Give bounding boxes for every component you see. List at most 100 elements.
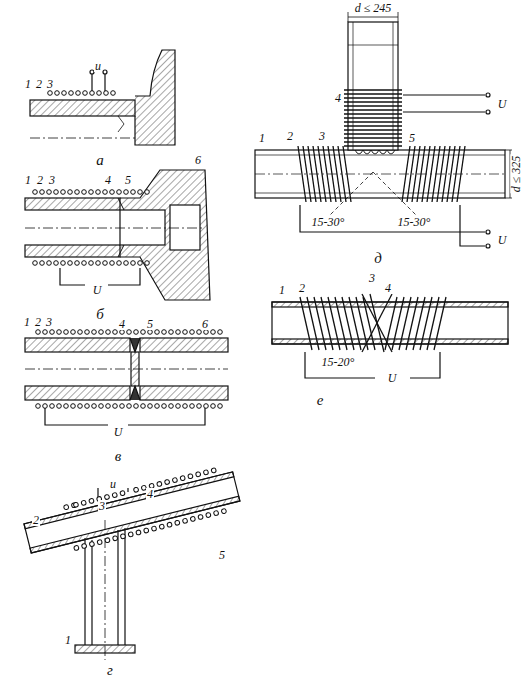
callout-number: 3 [318, 130, 326, 142]
coil-turn [344, 89, 402, 90]
coil-turn [120, 330, 125, 335]
coil-turn [211, 404, 216, 409]
coil-turn [145, 190, 150, 195]
coil-turn [54, 261, 59, 266]
coil-turn [183, 330, 188, 335]
panel-letter: б [95, 307, 105, 322]
coil-turn [104, 494, 110, 500]
coil-turn [48, 91, 53, 96]
coil-turn [206, 512, 212, 518]
coil-turn [131, 190, 136, 195]
coil-turn [188, 473, 194, 479]
coil-turn [50, 330, 55, 335]
coil-turn [128, 532, 134, 538]
callout-number: 3 [98, 500, 106, 512]
coil-turn [89, 498, 95, 504]
coil-turn [82, 190, 87, 195]
coil-turn [120, 534, 126, 540]
coil-turn [218, 330, 223, 335]
coil-turn [69, 91, 74, 96]
callout-number: 5 [124, 174, 132, 186]
coil-turn [71, 404, 76, 409]
coil-turn [33, 261, 38, 266]
coil-turn [89, 190, 94, 195]
coil-turn [138, 190, 143, 195]
coil-turn [92, 404, 97, 409]
coil-winding [33, 91, 223, 409]
coil-turn [182, 518, 188, 524]
coil-turn [155, 330, 160, 335]
callout-number: 4 [334, 92, 342, 104]
callout-number: U [497, 234, 508, 246]
coil-turn [342, 297, 354, 350]
coil-turn [89, 541, 95, 547]
coil-turn [113, 404, 118, 409]
coil-turn [120, 404, 125, 409]
coil-turn [190, 404, 195, 409]
coil-turn [344, 113, 402, 114]
coil-turn [96, 190, 101, 195]
callout-number: 5 [408, 132, 416, 144]
coil-turn [180, 475, 186, 481]
panel-a [30, 50, 175, 145]
coil-turn [78, 404, 83, 409]
coil-turn [344, 121, 402, 122]
coil-turn [81, 500, 87, 506]
callout-number: 1 [24, 174, 32, 186]
coil-turn [190, 516, 196, 522]
coil-winding [63, 468, 226, 551]
coil-turn [169, 330, 174, 335]
panel-b [25, 170, 210, 300]
coil-turn [370, 294, 384, 352]
coil-turn [176, 404, 181, 409]
callout-number: 2 [36, 174, 44, 186]
coil-turn [89, 261, 94, 266]
coil-turn [112, 492, 118, 498]
coil-turn [164, 479, 170, 485]
coil-turn [40, 190, 45, 195]
coil-turn [110, 190, 115, 195]
coil-turn [134, 330, 139, 335]
coil-turn [112, 535, 118, 541]
coil-turn [392, 297, 404, 350]
coil-turn [434, 297, 446, 350]
coil-turn [314, 297, 326, 350]
coil-turn [40, 261, 45, 266]
coil-turn [83, 91, 88, 96]
coil-turn [110, 261, 115, 266]
coil-turn [127, 404, 132, 409]
coil-turn [97, 91, 102, 96]
callout-number: 1 [24, 78, 32, 90]
coil-turn [356, 297, 368, 350]
panel-d [255, 12, 512, 248]
coil-turn [96, 261, 101, 266]
coil-turn [145, 261, 150, 266]
callout-number: 2 [35, 78, 43, 90]
callout-number: d ≤ 325 [510, 155, 522, 194]
coil-turn [344, 129, 402, 130]
coil-turn [457, 146, 465, 202]
coil-turn [103, 190, 108, 195]
coil-turn [104, 91, 109, 96]
coil-turn [203, 470, 209, 476]
callout-number: 1 [64, 634, 72, 646]
coil-turn [92, 330, 97, 335]
coil-turn [335, 297, 347, 350]
coil-turn [75, 190, 80, 195]
coil-turn [151, 526, 157, 532]
coil-turn [61, 190, 66, 195]
coil-turn [211, 330, 216, 335]
coil-turn [62, 91, 67, 96]
coil-turn [195, 472, 201, 478]
coil-turn [43, 330, 48, 335]
coil-turn [218, 404, 223, 409]
coil-turn [68, 190, 73, 195]
coil-turn [344, 101, 402, 102]
coil-turn [106, 330, 111, 335]
callout-number: U [387, 372, 398, 384]
callout-number: 2 [32, 514, 40, 526]
coil-turn [78, 330, 83, 335]
coil-turn [36, 404, 41, 409]
coil-turn [64, 330, 69, 335]
